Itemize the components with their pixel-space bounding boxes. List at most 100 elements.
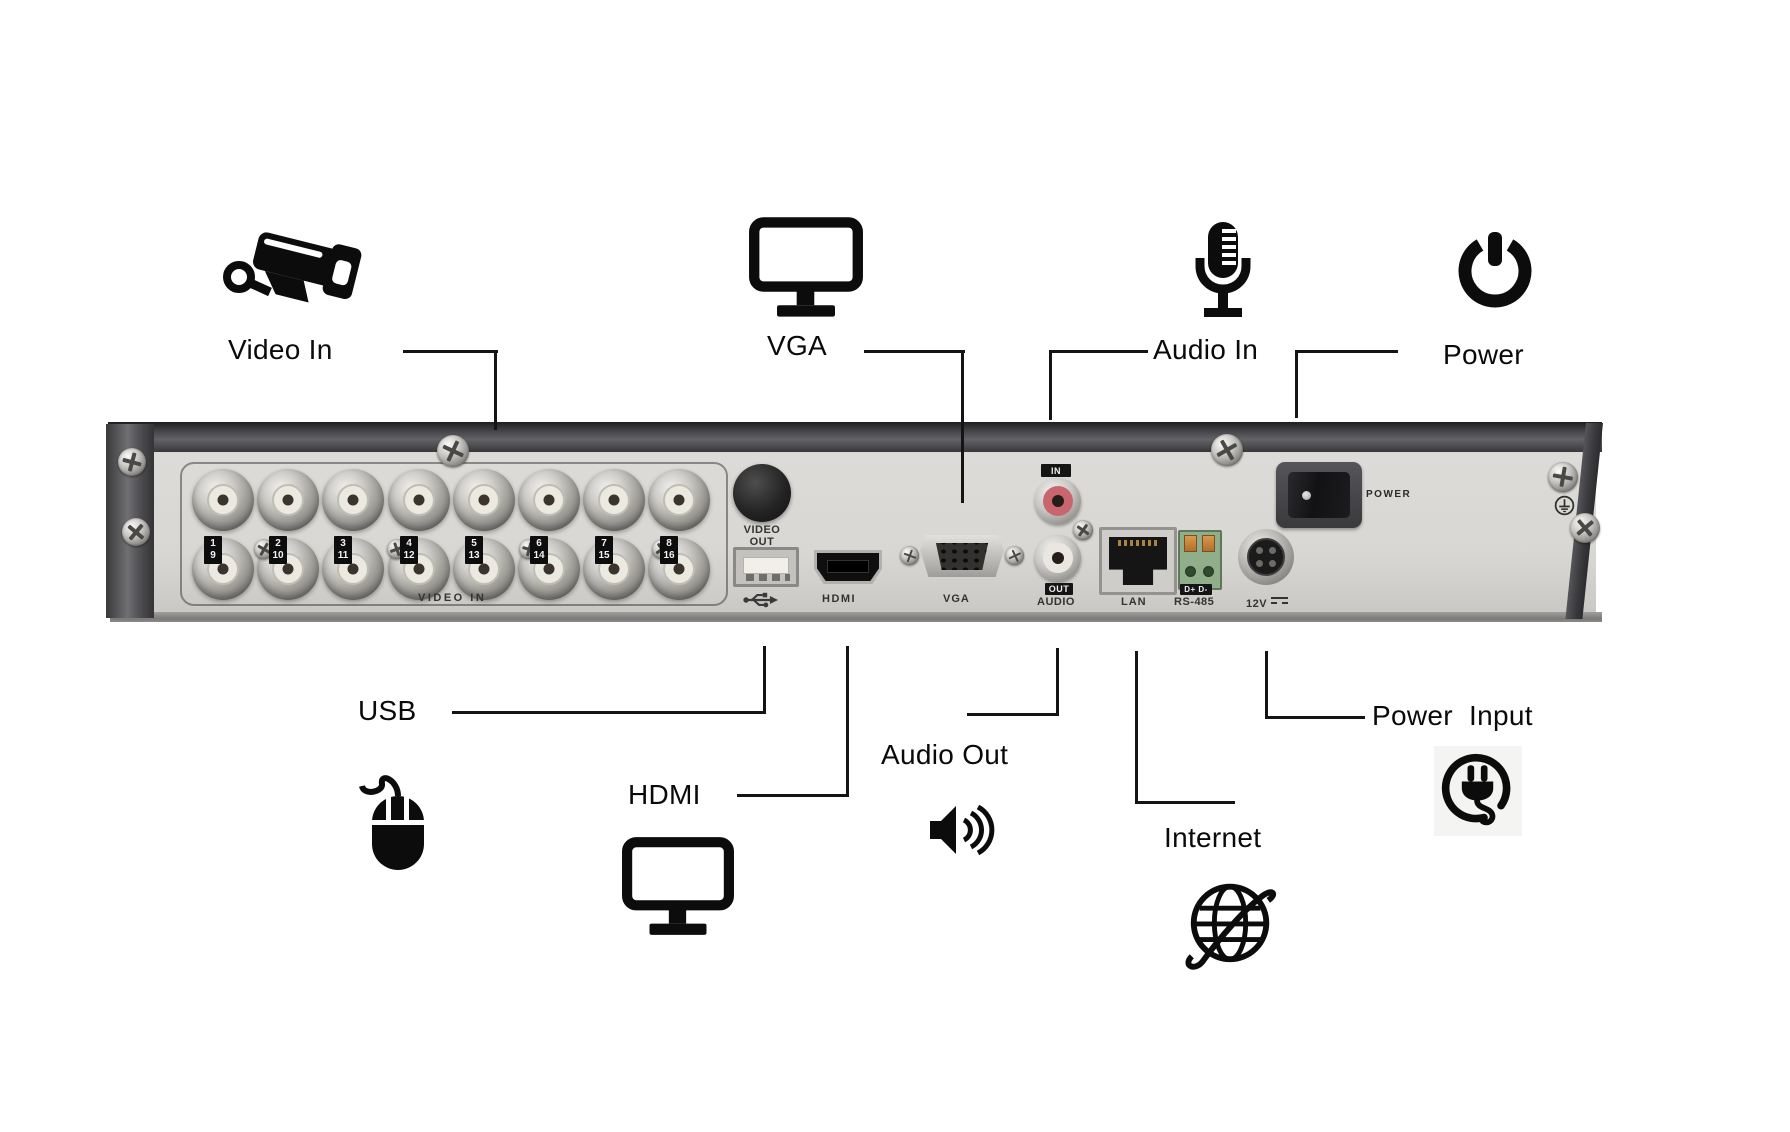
- rs485-badge: D+ D-: [1180, 584, 1212, 595]
- screw: [1073, 520, 1093, 540]
- vga-pointer-h: [864, 350, 965, 353]
- rs485-hole: [1203, 566, 1214, 577]
- globe-icon: [1180, 870, 1282, 970]
- bnc-connector: [192, 538, 254, 600]
- bnc-connector: [322, 538, 384, 600]
- usb-label: USB: [358, 695, 417, 726]
- vga-silkscreen: VGA: [943, 593, 970, 605]
- video-in-silkscreen: VIDEO IN: [418, 592, 487, 604]
- bnc-connector: [583, 538, 645, 600]
- internet-pointer-v: [1135, 651, 1138, 804]
- audio-out-pointer-h: [967, 713, 1059, 716]
- 12v-silkscreen: 12V: [1246, 596, 1289, 610]
- audio-out-label: Audio Out: [881, 739, 1009, 770]
- din-inner: [1247, 538, 1285, 576]
- bnc-connector: [388, 469, 450, 531]
- video-in-pointer-v: [494, 350, 497, 430]
- microphone-icon: [1191, 220, 1255, 326]
- screw: [1211, 434, 1243, 466]
- lan-pins: [1118, 540, 1158, 546]
- rs485-silkscreen: RS-485: [1174, 596, 1215, 608]
- rs485-screw: [1184, 535, 1197, 552]
- power-pointer-v: [1295, 350, 1298, 418]
- din-pin: [1269, 560, 1276, 567]
- power-label: Power: [1443, 339, 1524, 370]
- bnc-connector: [518, 469, 580, 531]
- power-pointer-h: [1297, 350, 1398, 353]
- audio-silkscreen: AUDIO: [1037, 596, 1075, 608]
- vga-thumbscrew: [900, 546, 919, 565]
- bnc-connector: [453, 469, 515, 531]
- screw: [437, 435, 469, 467]
- video-in-label: Video In: [228, 334, 333, 365]
- internet-pointer-h: [1135, 801, 1235, 804]
- bnc-connector: [192, 469, 254, 531]
- bnc-connector: [322, 469, 384, 531]
- mouse-icon: [352, 764, 440, 876]
- vga-label: VGA: [767, 330, 828, 361]
- hdmi-silkscreen: HDMI: [822, 593, 857, 605]
- screw: [122, 518, 150, 546]
- 12v-power-connector: [1238, 529, 1294, 585]
- usb-pointer-h: [452, 711, 766, 714]
- usb-port: [733, 547, 799, 587]
- lan-jack: [1109, 537, 1167, 585]
- bnc-connector: [453, 538, 515, 600]
- hdmi-label: HDMI: [628, 779, 701, 810]
- power-symbol-icon: [1453, 228, 1537, 314]
- power-switch-dot: [1302, 491, 1311, 500]
- panel-top-edge: [108, 422, 1602, 452]
- screw: [1570, 513, 1600, 543]
- audio-in-pointer-h: [1051, 350, 1148, 353]
- power-input-label: Power Input: [1372, 700, 1533, 731]
- power-switch-silkscreen: POWER: [1366, 489, 1412, 500]
- screw: [1548, 462, 1578, 492]
- hdmi-port: [814, 550, 882, 584]
- rs485-hole: [1185, 566, 1196, 577]
- vga-port-holes: [935, 543, 989, 570]
- usb-pins: [746, 574, 790, 581]
- bnc-connector: [583, 469, 645, 531]
- rca-hole: [1052, 495, 1064, 507]
- lan-silkscreen: LAN: [1121, 596, 1147, 608]
- din-pin: [1269, 547, 1276, 554]
- audio-in-badge: IN: [1041, 464, 1071, 477]
- audio-out-pointer-v: [1056, 648, 1059, 716]
- vga-thumbscrew: [1005, 546, 1024, 565]
- internet-label: Internet: [1164, 822, 1262, 853]
- hdmi-pointer-h: [737, 794, 849, 797]
- power-switch: [1276, 462, 1362, 528]
- power-switch-rocker: [1288, 472, 1350, 518]
- screw: [118, 448, 146, 476]
- audio-out-rca: [1035, 535, 1081, 581]
- monitor-icon: [748, 216, 864, 322]
- din-pin: [1256, 560, 1263, 567]
- lan-port: [1099, 527, 1177, 595]
- panel-bottom-edge: [110, 612, 1602, 622]
- bnc-connector: [257, 469, 319, 531]
- earth-ground-icon: [1554, 495, 1575, 516]
- audio-in-pointer-v: [1049, 350, 1052, 420]
- audio-in-label: Audio In: [1153, 334, 1259, 365]
- video-out-connector: [733, 464, 791, 522]
- rs485-terminal: [1178, 530, 1222, 590]
- usb-pointer-v: [763, 646, 766, 714]
- din-pin: [1256, 547, 1263, 554]
- speaker-icon: [928, 800, 1002, 860]
- vga-pointer-v: [961, 350, 964, 503]
- rs485-screw: [1202, 535, 1215, 552]
- audio-out-badge: OUT: [1045, 583, 1073, 595]
- audio-in-rca: [1035, 478, 1081, 524]
- plug-icon: [1438, 748, 1518, 834]
- hdmi-slot: [827, 560, 869, 573]
